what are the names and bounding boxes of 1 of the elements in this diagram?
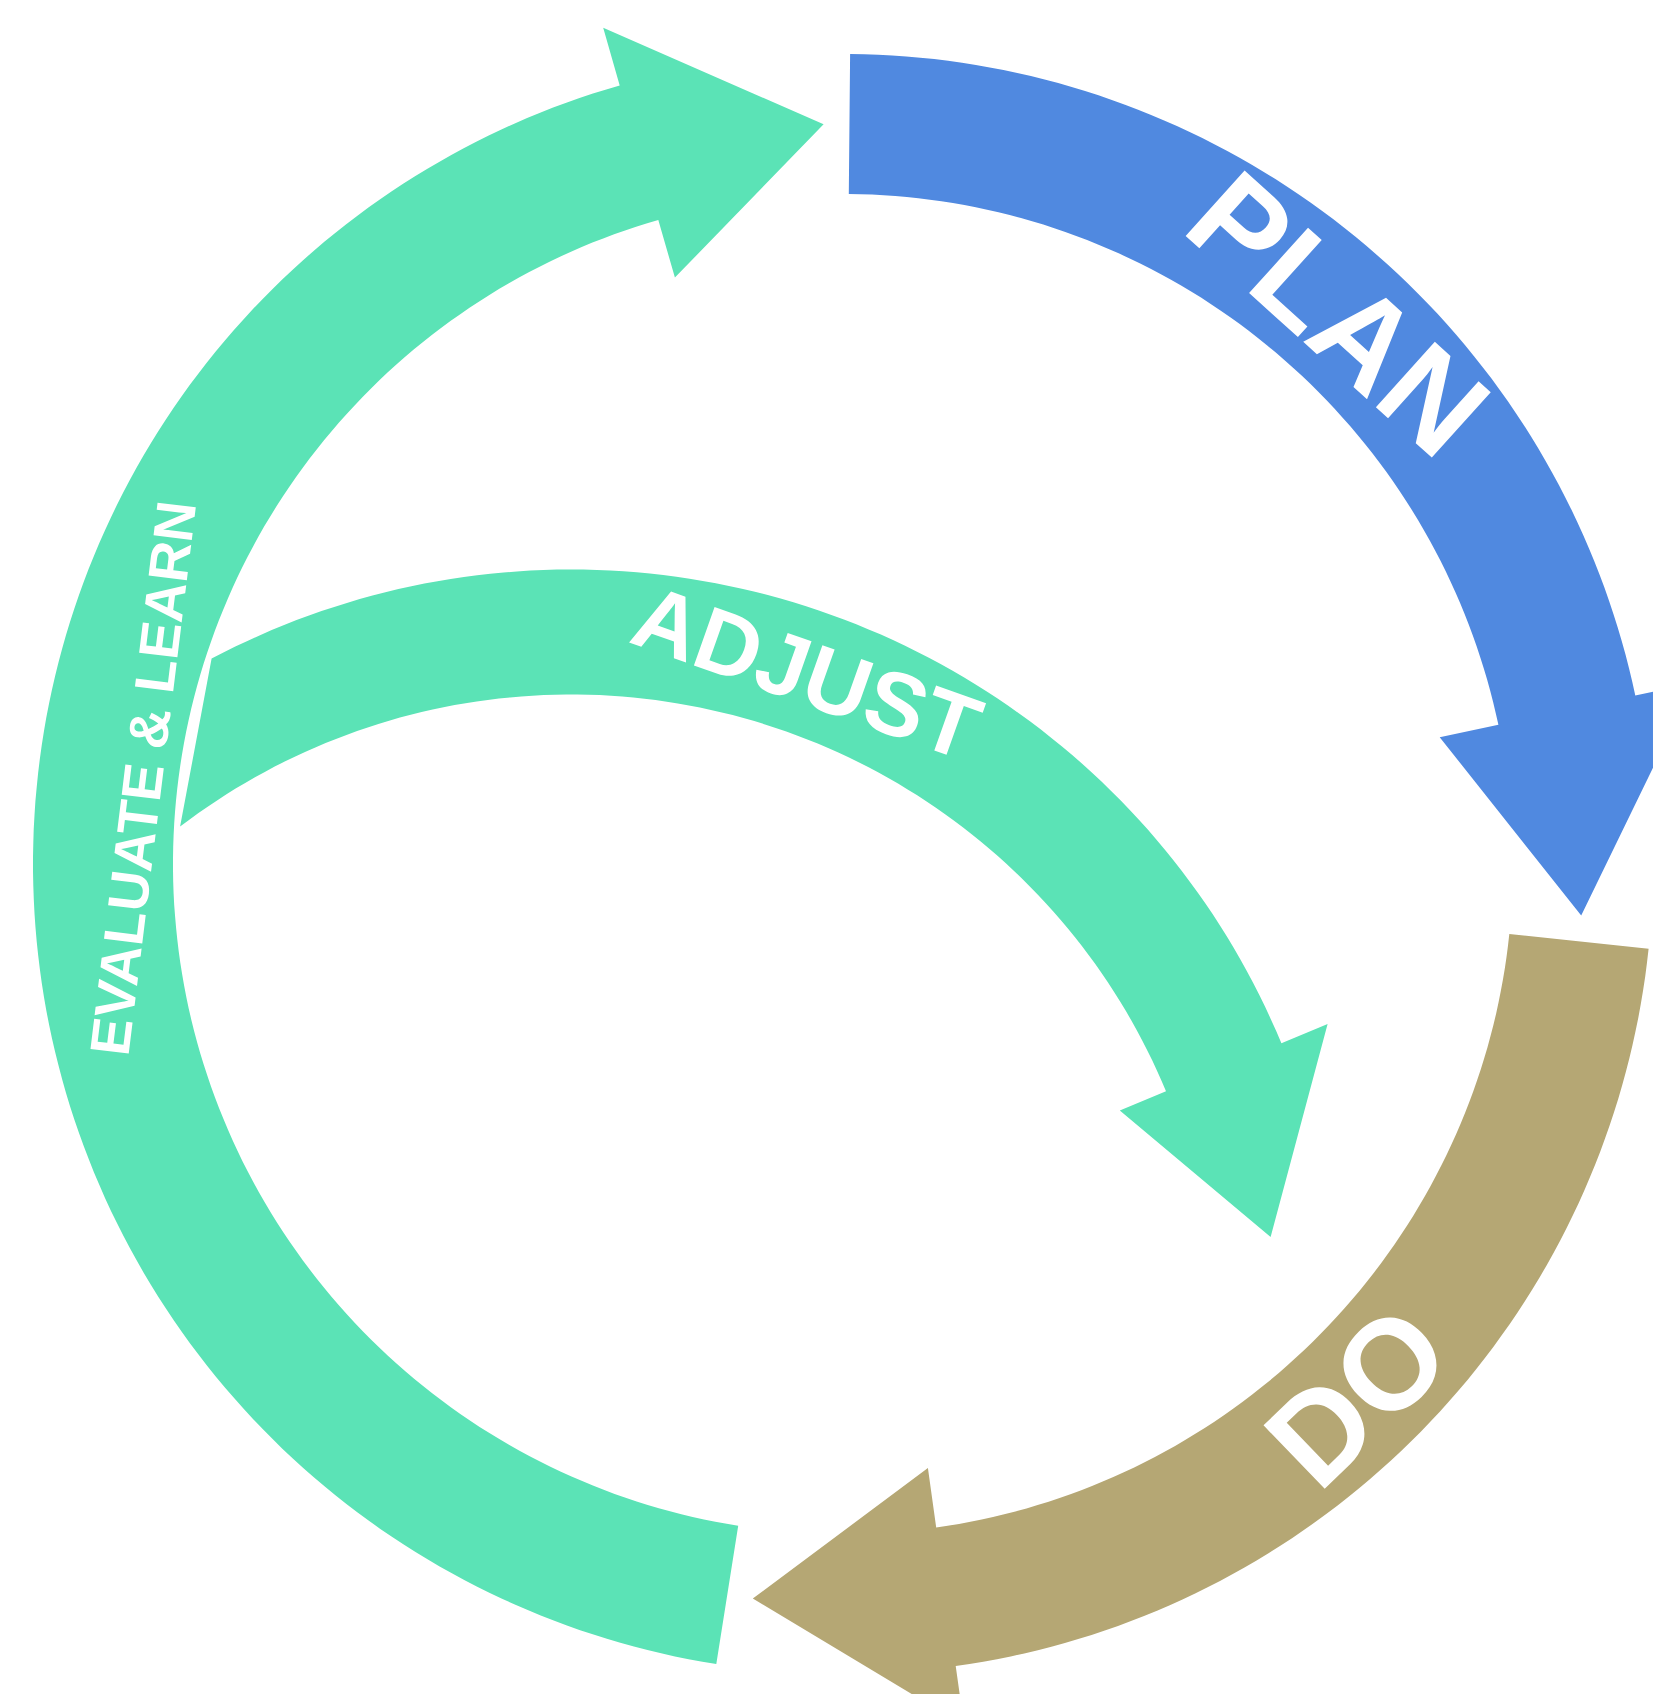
stage-band: DO bbox=[752, 934, 1649, 1694]
